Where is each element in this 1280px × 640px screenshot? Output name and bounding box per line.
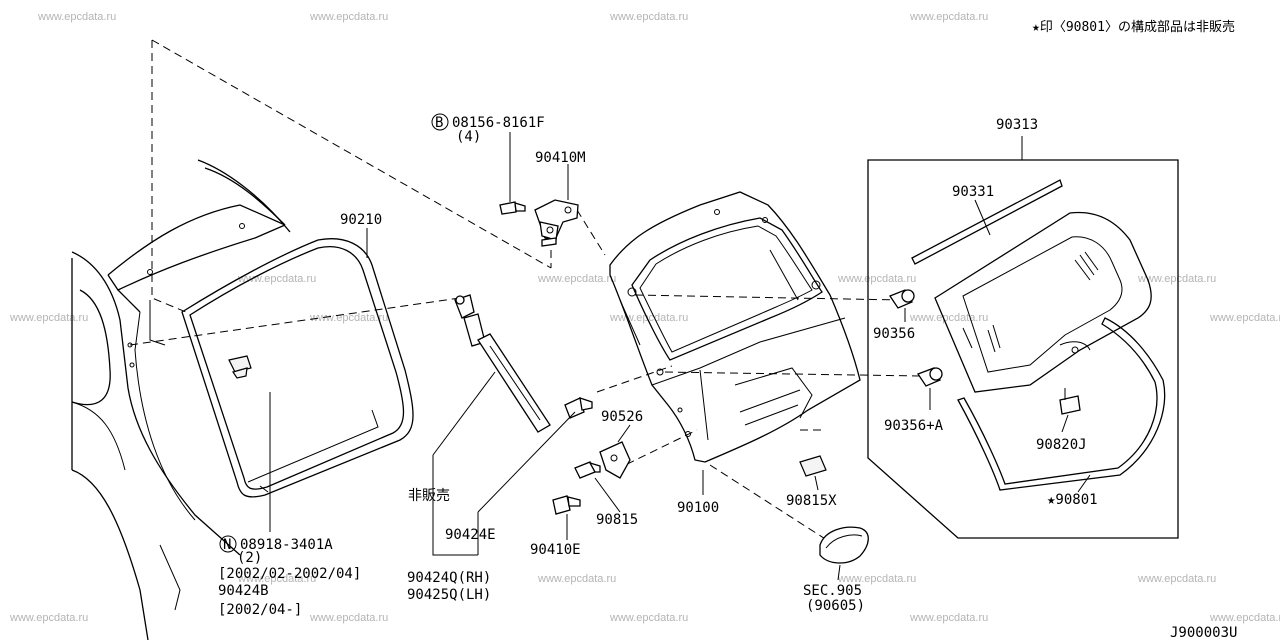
label-bolt-qty: (4) bbox=[456, 129, 481, 145]
watermark-text: www.epcdata.ru bbox=[237, 573, 316, 585]
watermark-text: www.epcdata.ru bbox=[909, 11, 988, 23]
watermark-text: www.epcdata.ru bbox=[309, 11, 388, 23]
watermark-text: www.epcdata.ru bbox=[309, 612, 388, 624]
label-90605: (90605) bbox=[806, 598, 865, 614]
label-90526: 90526 bbox=[601, 409, 643, 425]
label-90410m: 90410M bbox=[535, 150, 586, 166]
watermark-text: www.epcdata.ru bbox=[609, 612, 688, 624]
label-08156: 08156-8161F bbox=[452, 115, 545, 131]
rear-window-glass[interactable] bbox=[934, 211, 1152, 393]
label-90424e: 90424E bbox=[445, 527, 496, 543]
label-clip-qty: (2) bbox=[237, 550, 262, 566]
watermark-text: www.epcdata.ru bbox=[309, 312, 388, 324]
watermark-text: www.epcdata.ru bbox=[1137, 573, 1216, 585]
watermark-layer: www.epcdata.ru www.epcdata.ru www.epcdat… bbox=[9, 11, 1280, 624]
label-90356: 90356 bbox=[873, 326, 915, 342]
leader-lines bbox=[269, 132, 1091, 581]
license-lamp[interactable] bbox=[819, 526, 869, 564]
watermark-text: www.epcdata.ru bbox=[9, 312, 88, 324]
watermark-text: www.epcdata.ru bbox=[837, 273, 916, 285]
label-90801: ★90801 bbox=[1047, 492, 1098, 508]
svg-text:N: N bbox=[223, 537, 231, 553]
watermark-text: www.epcdata.ru bbox=[1209, 312, 1280, 324]
watermark-text: www.epcdata.ru bbox=[909, 312, 988, 324]
label-90815x: 90815X bbox=[786, 493, 837, 509]
label-sec905: SEC.905 bbox=[803, 583, 862, 599]
label-90820j: 90820J bbox=[1036, 437, 1087, 453]
diagram-code: J900003U bbox=[1170, 625, 1237, 640]
watermark-text: www.epcdata.ru bbox=[837, 573, 916, 585]
hinge[interactable] bbox=[534, 199, 579, 247]
glass-clip[interactable] bbox=[1059, 388, 1081, 415]
watermark-text: www.epcdata.ru bbox=[909, 612, 988, 624]
bracket[interactable] bbox=[599, 441, 631, 479]
label-90100: 90100 bbox=[677, 500, 719, 516]
label-90356a: 90356+A bbox=[884, 418, 944, 434]
hinge-bolt[interactable] bbox=[499, 201, 526, 215]
note-text: ★印〈90801〉の構成部品は非販売 bbox=[1032, 19, 1235, 35]
nut-symbol-icon bbox=[219, 535, 237, 553]
svg-text:B: B bbox=[435, 115, 443, 131]
watermark-text: www.epcdata.ru bbox=[537, 573, 616, 585]
label-90815: 90815 bbox=[596, 512, 638, 528]
label-90425q: 90425Q(LH) bbox=[407, 587, 491, 603]
label-08918: 08918-3401A bbox=[240, 537, 333, 553]
glass-side-moulding[interactable] bbox=[957, 317, 1166, 491]
stay-bolt[interactable] bbox=[564, 397, 593, 419]
gas-stay[interactable] bbox=[454, 294, 551, 433]
label-date-range-2: [2002/04-] bbox=[218, 602, 302, 618]
label-90210: 90210 bbox=[340, 212, 382, 228]
watermark-text: www.epcdata.ru bbox=[37, 11, 116, 23]
watermark-text: www.epcdata.ru bbox=[537, 273, 616, 285]
label-not-sold: 非販売 bbox=[408, 488, 450, 504]
glass-assembly-box bbox=[867, 159, 1179, 539]
part-labels: ★印〈90801〉の構成部品は非販売 90313 90331 90356 903… bbox=[218, 19, 1237, 640]
fastener-90356[interactable] bbox=[889, 289, 915, 309]
body-clip[interactable] bbox=[228, 355, 252, 379]
watermark-text: www.epcdata.ru bbox=[609, 11, 688, 23]
label-date-range-1: [2002/02-2002/04] bbox=[218, 566, 361, 582]
watermark-text: www.epcdata.ru bbox=[237, 273, 316, 285]
label-90331: 90331 bbox=[952, 184, 994, 200]
striker[interactable] bbox=[574, 461, 601, 479]
back-door-panel[interactable] bbox=[609, 191, 861, 463]
striker-pad[interactable] bbox=[799, 455, 827, 477]
weatherstrip-seal[interactable] bbox=[181, 238, 414, 498]
bolt-90410e[interactable] bbox=[552, 495, 581, 515]
watermark-text: www.epcdata.ru bbox=[9, 612, 88, 624]
fastener-90356a[interactable] bbox=[917, 367, 943, 387]
label-90410e: 90410E bbox=[530, 542, 581, 558]
dashed-leaders bbox=[129, 39, 921, 543]
label-90424q: 90424Q(RH) bbox=[407, 570, 491, 586]
upper-moulding[interactable] bbox=[911, 179, 1063, 265]
watermark-text: www.epcdata.ru bbox=[1209, 612, 1280, 624]
label-90424b: 90424B bbox=[218, 583, 269, 599]
label-90313: 90313 bbox=[996, 117, 1038, 133]
watermark-text: www.epcdata.ru bbox=[1137, 273, 1216, 285]
bolt-symbol-icon bbox=[431, 113, 449, 131]
